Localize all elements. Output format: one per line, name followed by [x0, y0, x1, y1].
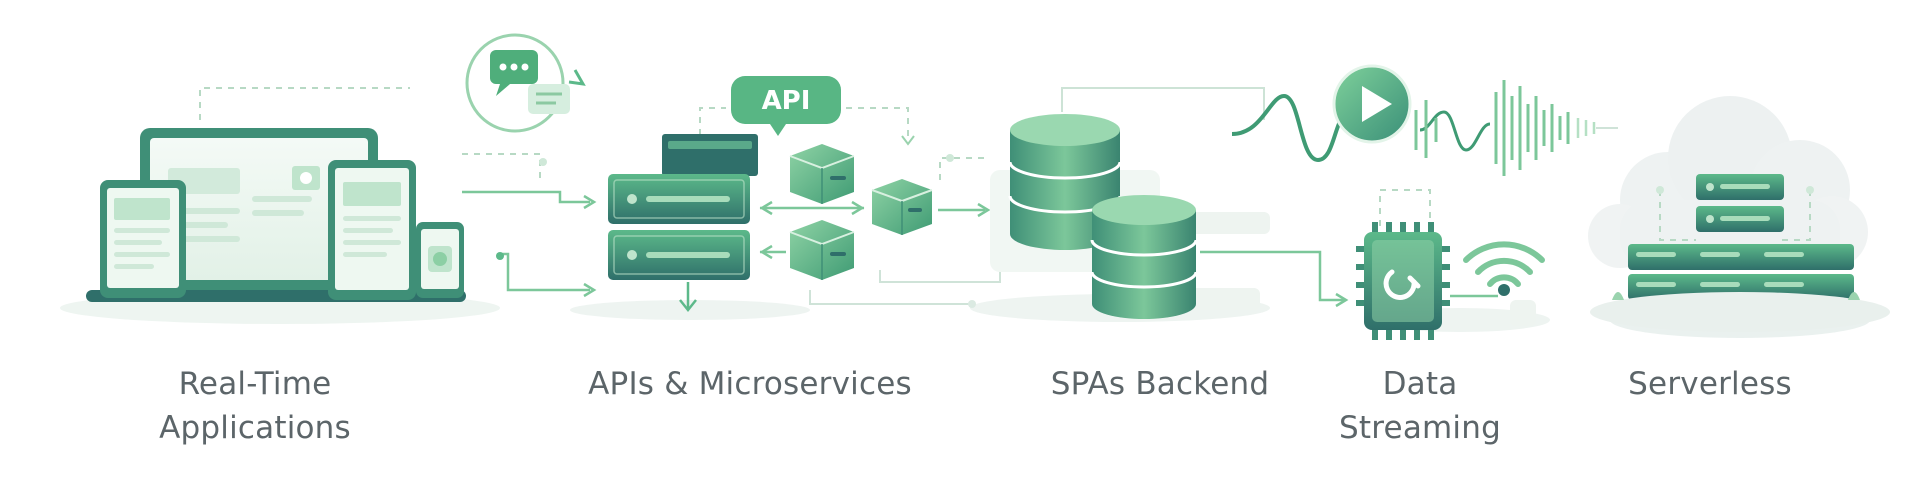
chip-icon — [1356, 222, 1450, 340]
connectors — [1656, 186, 1814, 241]
label-apis-microservices: APIs & Microservices — [560, 362, 940, 406]
cube-icon — [871, 179, 933, 235]
tablet-icon — [100, 180, 186, 298]
api-badge-icon: API — [731, 76, 841, 136]
label-line: Applications — [159, 410, 351, 446]
play-button-icon — [1332, 64, 1412, 144]
label-line: Serverless — [1628, 366, 1792, 402]
wifi-icon — [1450, 241, 1545, 298]
data-streaming-illustration — [1200, 64, 1618, 340]
server-rack-icon — [608, 174, 750, 313]
label-line: Real-Time — [178, 366, 332, 402]
label-line: SPAs Backend — [1050, 366, 1270, 402]
connectors — [462, 153, 597, 298]
server-rack-icon — [1696, 174, 1784, 232]
server-rack-icon — [662, 134, 758, 176]
label-line: Streaming — [1339, 410, 1501, 446]
serverless-illustration — [1588, 96, 1890, 332]
cube-icon — [789, 220, 855, 280]
database-icon — [1090, 195, 1198, 319]
sound-wave-icon — [1231, 80, 1618, 176]
label-real-time-applications: Real-Time Applications — [130, 362, 380, 450]
chat-bubble-icon — [465, 33, 586, 133]
database-icon — [1008, 114, 1122, 250]
phone-icon — [416, 222, 464, 298]
cube-icon — [789, 144, 855, 204]
tablet-icon — [328, 160, 416, 300]
api-badge-label: API — [762, 86, 811, 116]
foliage — [1590, 292, 1890, 332]
spas-backend-illustration — [990, 87, 1270, 319]
real-time-applications-illustration — [86, 33, 597, 302]
label-line: Data — [1382, 366, 1458, 402]
label-serverless: Serverless — [1590, 362, 1830, 406]
label-line: APIs & Microservices — [588, 366, 912, 402]
apis-microservices-illustration: API — [608, 76, 1001, 313]
server-rack-icon — [1628, 244, 1854, 300]
label-spas-backend: SPAs Backend — [1010, 362, 1310, 406]
label-data-streaming: Data Streaming — [1320, 362, 1520, 450]
